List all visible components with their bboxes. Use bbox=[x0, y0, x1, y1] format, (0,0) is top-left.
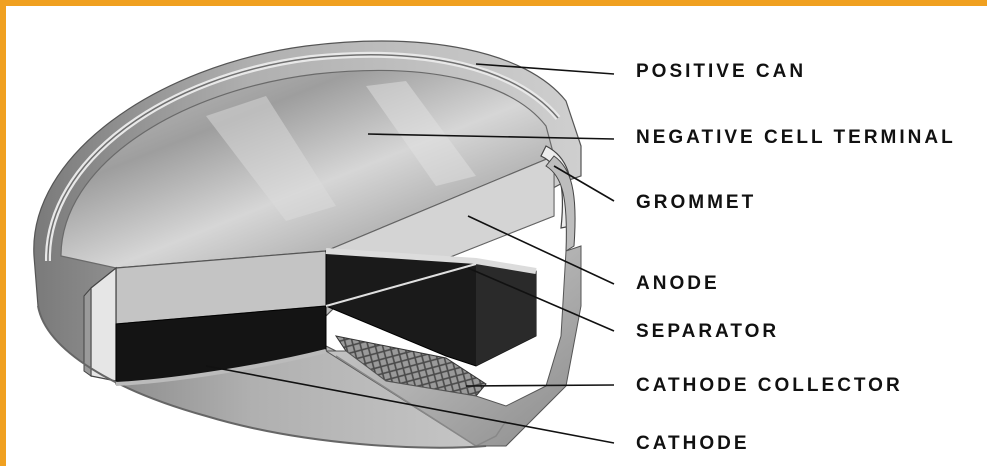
label-cathode-collector: CATHODE COLLECTOR bbox=[636, 376, 903, 395]
label-separator: SEPARATOR bbox=[636, 322, 779, 341]
leader-cathode-collector bbox=[466, 385, 614, 386]
label-cathode: CATHODE bbox=[636, 434, 750, 453]
label-positive-can: POSITIVE CAN bbox=[636, 62, 806, 81]
battery-cutaway-illustration bbox=[6, 6, 987, 472]
label-grommet: GROMMET bbox=[636, 193, 756, 212]
label-negative-cell-terminal: NEGATIVE CELL TERMINAL bbox=[636, 128, 956, 147]
label-anode: ANODE bbox=[636, 274, 720, 293]
